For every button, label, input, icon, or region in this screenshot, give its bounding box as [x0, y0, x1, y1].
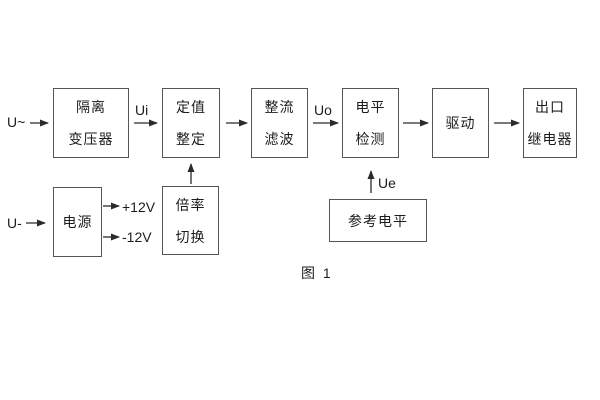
block-label: 定值 — [176, 99, 206, 115]
block-label: 电平 — [355, 99, 386, 115]
block-label: 电源 — [62, 214, 93, 230]
block-value-setting: 定值 整定 — [162, 88, 220, 158]
block-label: 隔离 — [76, 99, 106, 115]
block-label: 整定 — [176, 131, 206, 147]
block-level-detection: 电平 检测 — [342, 88, 399, 158]
label-signal-ui: Ui — [135, 102, 149, 118]
block-drive: 驱动 — [432, 88, 489, 158]
block-output-relay: 出口 继电器 — [523, 88, 577, 158]
label-ac-input: U~ — [7, 114, 26, 130]
block-label: 驱动 — [445, 115, 476, 131]
block-label: 检测 — [355, 131, 386, 147]
block-ratio-switch: 倍率 切换 — [162, 186, 219, 255]
block-label: 滤波 — [264, 131, 295, 147]
block-reference-level: 参考电平 — [329, 199, 427, 242]
block-label: 切换 — [175, 228, 206, 245]
block-rectifier-filter: 整流 滤波 — [251, 88, 308, 158]
block-label: 参考电平 — [348, 212, 408, 229]
label-dc-input: U- — [7, 215, 22, 231]
block-power-supply: 电源 — [53, 187, 102, 257]
label-neg-12v-rail: -12V — [122, 229, 152, 245]
block-label: 整流 — [264, 99, 295, 115]
label-signal-uo: Uo — [314, 102, 332, 118]
label-pos-12v-rail: +12V — [122, 199, 156, 215]
block-label: 出口 — [535, 99, 565, 115]
block-isolation-transformer: 隔离 变压器 — [53, 88, 129, 158]
block-label: 变压器 — [68, 131, 114, 147]
figure-caption: 图 1 — [301, 265, 333, 281]
block-label: 继电器 — [527, 131, 573, 147]
block-label: 倍率 — [175, 196, 206, 213]
label-signal-ue: Ue — [378, 175, 396, 191]
